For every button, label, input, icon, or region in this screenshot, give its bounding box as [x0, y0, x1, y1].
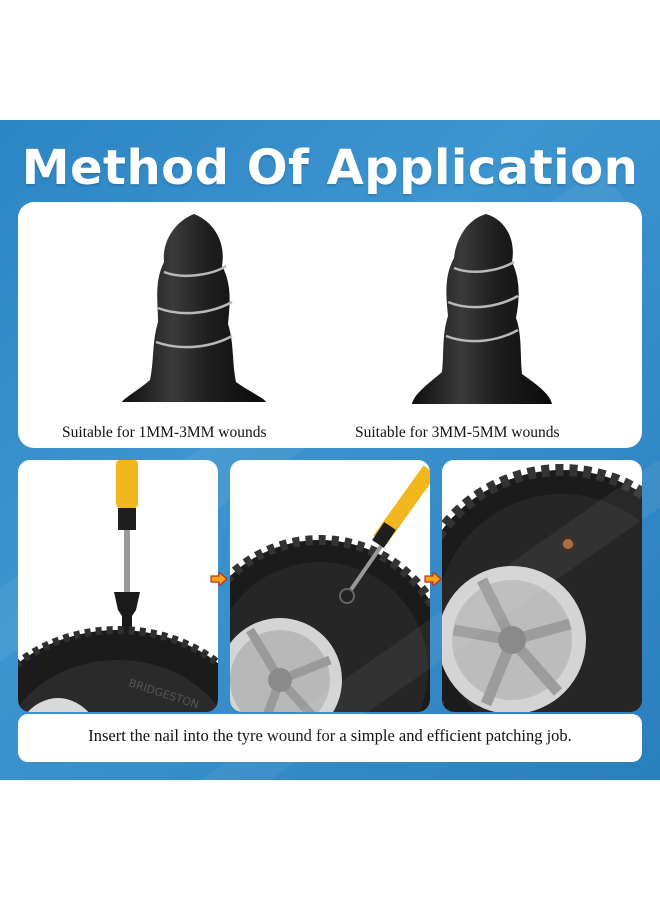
step-1-image: BRIDGESTON — [18, 460, 218, 712]
instruction-text: Insert the nail into the tyre wound for … — [88, 726, 572, 745]
small-plug-caption: Suitable for 1MM-3MM wounds — [62, 424, 267, 441]
step-3-panel — [442, 460, 642, 712]
instruction-card: Insert the nail into the tyre wound for … — [18, 714, 642, 762]
large-plug-caption: Suitable for 3MM-5MM wounds — [355, 424, 560, 441]
step-2-image — [230, 465, 430, 712]
plug-sizes-card: Suitable for 1MM-3MM wounds Suitable for… — [18, 202, 642, 448]
step-1-panel: BRIDGESTON — [18, 460, 218, 712]
step-3-image — [442, 464, 642, 712]
small-plug-image — [122, 214, 266, 402]
large-plug-image — [412, 214, 552, 404]
step-2-panel — [230, 460, 430, 712]
arrow-right-icon — [424, 572, 442, 586]
banner-title: Method Of Application — [21, 140, 639, 196]
arrow-right-icon — [210, 572, 228, 586]
application-banner: Method Of Application — [0, 120, 660, 780]
